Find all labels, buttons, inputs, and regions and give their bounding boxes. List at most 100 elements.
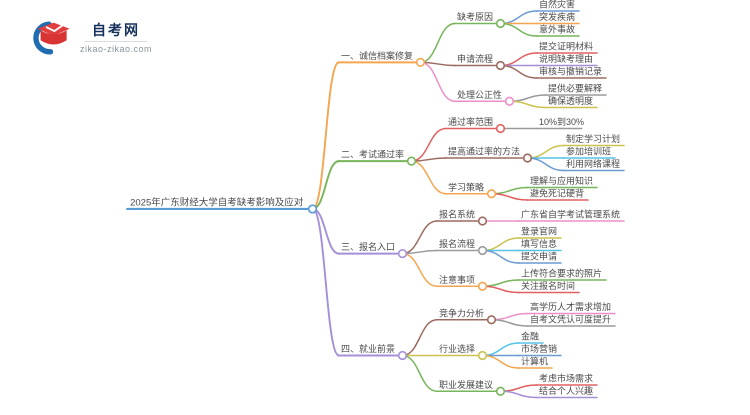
mindmap-node[interactable]: 制定学习计划: [562, 133, 625, 147]
mindmap-node[interactable]: 高学历人才需求增加: [526, 301, 616, 315]
node-label: 提高通过率的方法: [448, 146, 520, 157]
collapse-toggle[interactable]: [307, 204, 318, 214]
mindmap-node[interactable]: 缺考原因: [453, 11, 506, 29]
node-label: 2025年广东财经大学自考缺考影响及应对: [130, 196, 304, 208]
collapse-toggle[interactable]: [397, 249, 408, 259]
mindmap-node[interactable]: 利用网络课程: [562, 158, 625, 172]
mindmap-node[interactable]: 理解与应用知识: [526, 175, 598, 189]
node-label: 10%到30%: [539, 116, 584, 127]
mindmap-node[interactable]: 审核与撤销记录: [535, 66, 607, 79]
node-label: 四、就业前景: [341, 343, 395, 354]
mindmap-node[interactable]: 行业选择: [435, 343, 488, 361]
node-label: 自考文凭认可度提升: [530, 314, 611, 325]
mindmap-node[interactable]: 突发疾病: [535, 11, 580, 25]
mindmap-node[interactable]: 三、报名入口: [337, 241, 408, 259]
node-label: 职业发展建议: [439, 379, 493, 390]
node-label: 一、诚信档案修复: [341, 50, 413, 61]
node-label: 审核与撤销记录: [539, 66, 602, 77]
mindmap-node[interactable]: 结合个人兴趣: [535, 385, 598, 399]
mindmap-node[interactable]: 四、就业前景: [337, 343, 408, 361]
branch-link: [499, 10, 538, 25]
collapse-toggle[interactable]: [477, 281, 488, 291]
mindmap-node[interactable]: 广东省自学考试管理系统: [517, 209, 625, 222]
mindmap-node[interactable]: 提交申请: [517, 251, 562, 264]
branch-link: [410, 160, 447, 195]
mindmap-node[interactable]: 提高通过率的方法: [444, 146, 533, 163]
mindmap-node[interactable]: 通过率范围: [444, 116, 506, 134]
mindmap-node[interactable]: 填写信息: [517, 238, 562, 252]
branch-link: [401, 319, 438, 357]
branch-link: [499, 384, 538, 392]
node-label: 计算机: [521, 356, 548, 367]
mindmap-node[interactable]: 考虑市场需求: [535, 373, 598, 386]
mindmap-node[interactable]: 提交证明材料: [535, 41, 598, 54]
mindmap-node[interactable]: 报名系统: [435, 209, 488, 226]
logo-cap-fold: [45, 24, 63, 33]
node-label: 行业选择: [439, 343, 475, 354]
mindmap-node[interactable]: 金融: [517, 331, 544, 344]
node-label: 考虑市场需求: [539, 373, 593, 384]
mindmap-node[interactable]: 注意事项: [435, 274, 488, 291]
node-label: 二、考试通过率: [341, 149, 404, 160]
mindmap-node[interactable]: 登录官网: [517, 226, 562, 239]
collapse-toggle[interactable]: [495, 123, 506, 134]
mindmap-node[interactable]: 避免死记硬背: [526, 188, 589, 201]
mindmap-node[interactable]: 二、考试通过率: [337, 149, 417, 166]
collapse-toggle[interactable]: [477, 245, 488, 256]
collapse-toggle[interactable]: [406, 156, 417, 166]
collapse-toggle[interactable]: [477, 350, 488, 361]
branch-link: [499, 64, 538, 79]
branch-link: [419, 61, 456, 102]
mindmap-node[interactable]: 上传符合要求的照片: [517, 268, 607, 281]
branch-link: [481, 249, 520, 264]
branch-link: [499, 22, 538, 37]
collapse-toggle[interactable]: [495, 386, 506, 396]
collapse-toggle[interactable]: [495, 60, 506, 71]
mindmap-node[interactable]: 市场营销: [517, 343, 562, 357]
mindmap-node[interactable]: 申请流程: [453, 53, 506, 71]
mindmap-node[interactable]: 参加培训班: [562, 146, 616, 159]
collapse-toggle[interactable]: [486, 315, 497, 325]
node-label: 学习策略: [448, 181, 484, 192]
mindmap-node[interactable]: 2025年广东财经大学自考缺考影响及应对: [126, 196, 318, 214]
collapse-toggle[interactable]: [397, 350, 408, 361]
mindmap-node[interactable]: 自考文凭认可度提升: [526, 314, 616, 327]
branch-link: [499, 390, 538, 399]
node-label: 登录官网: [521, 226, 557, 237]
mindmap-node[interactable]: 竞争力分析: [435, 307, 497, 325]
site-logo[interactable]: 自考网 zikao-zikao.com: [26, 16, 152, 60]
nodes-layer: 2025年广东财经大学自考缺考影响及应对 一、诚信档案修复 缺考原因 自然灾害突发疾病…: [126, 0, 625, 399]
mindmap-node[interactable]: 关注报名时间: [517, 280, 580, 294]
node-label: 高学历人才需求增加: [530, 301, 611, 312]
collapse-toggle[interactable]: [486, 189, 497, 199]
node-label: 三、报名入口: [341, 241, 395, 252]
mindmap-node[interactable]: 学习策略: [444, 181, 497, 199]
collapse-toggle[interactable]: [415, 57, 426, 67]
mindmap-node[interactable]: 10%到30%: [535, 116, 584, 130]
mindmap-node[interactable]: 处理公正性: [453, 89, 515, 106]
node-label: 自然灾害: [539, 0, 575, 10]
mindmap-node[interactable]: 职业发展建议: [435, 379, 506, 396]
mindmap-node[interactable]: 计算机: [517, 356, 553, 369]
mindmap-node[interactable]: 一、诚信档案修复: [337, 50, 426, 67]
branch-link: [481, 285, 520, 294]
mindmap-node[interactable]: 自然灾害: [535, 0, 580, 12]
collapse-toggle[interactable]: [477, 216, 488, 226]
mindmap-node[interactable]: 说明缺考理由: [535, 53, 598, 67]
node-label: 竞争力分析: [439, 307, 484, 318]
collapse-toggle[interactable]: [504, 96, 515, 106]
branch-link: [490, 193, 529, 201]
mindmap-node[interactable]: 报名流程: [435, 238, 488, 256]
collapse-toggle[interactable]: [495, 18, 506, 29]
logo-divider: [85, 41, 148, 42]
mindmap-node[interactable]: 确保透明度: [544, 95, 598, 109]
collapse-toggle[interactable]: [522, 153, 533, 163]
branch-link: [481, 237, 520, 252]
node-label: 报名流程: [439, 238, 475, 249]
mindmap-node[interactable]: 意外事故: [535, 24, 580, 37]
branch-link: [401, 252, 438, 287]
mindmap-node[interactable]: 提供必要解释: [544, 83, 607, 96]
node-label: 确保透明度: [548, 95, 593, 106]
node-label: 处理公正性: [457, 89, 502, 100]
